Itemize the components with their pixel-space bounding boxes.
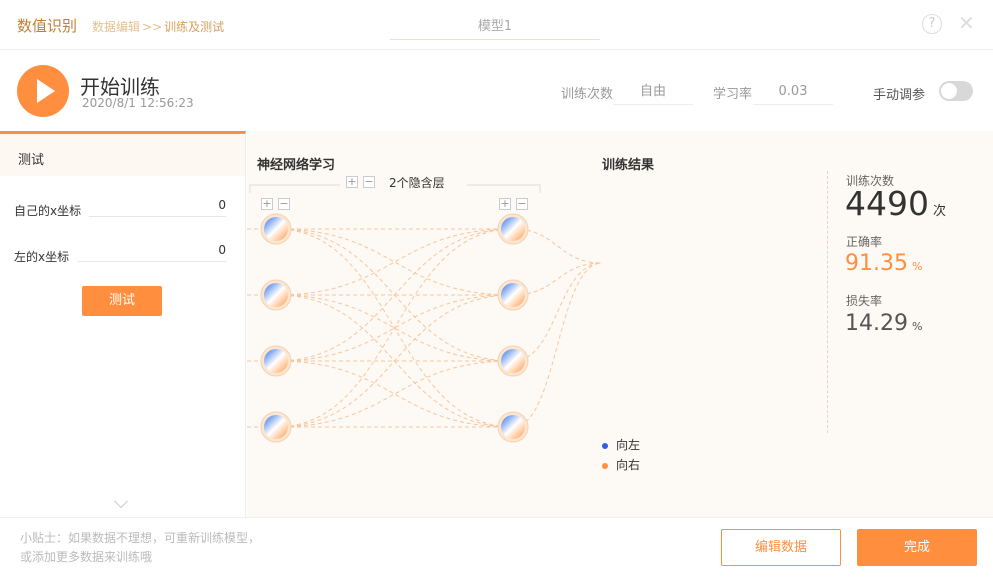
layer1-add-node-button[interactable]: + (261, 197, 273, 210)
network-connections (247, 228, 603, 428)
stat-accuracy-label: 正确率 (846, 235, 883, 249)
layer2-add-node-button[interactable]: + (499, 197, 511, 210)
neuron-core (501, 415, 525, 439)
epochs-label: 训练次数 (561, 87, 614, 102)
neuron-layer1-4 (260, 411, 292, 443)
manual-tuning-toggle[interactable] (939, 81, 973, 101)
legend-left: 向左 (602, 436, 640, 453)
left-x-input[interactable]: 0 (78, 242, 226, 262)
hidden-connection (275, 360, 514, 428)
self-x-input[interactable]: 0 (89, 197, 226, 217)
stat-accuracy-value: 91.35 (845, 251, 908, 276)
network-title: 神经网络学习 (257, 158, 336, 173)
header-bar: 数值识别 数据编辑>>训练及测试 模型1 ? ✕ (0, 0, 993, 50)
breadcrumb: 数据编辑>>训练及测试 (92, 18, 224, 35)
output-connection (512, 228, 603, 264)
test-button[interactable]: 测试 (82, 286, 162, 316)
play-button[interactable] (17, 65, 69, 117)
test-panel: 测试 自己的x坐标 0 左的x坐标 0 测试 (0, 131, 246, 517)
manual-tuning-label: 手动调参 (873, 88, 926, 103)
remove-layer-button[interactable]: − (363, 175, 375, 188)
neuron-core (501, 217, 525, 241)
tip-text: 小贴士：如果数据不理想，可重新训练模型， 或添加更多数据来训练哦 (20, 529, 260, 567)
neuron-core (264, 217, 288, 241)
app-title: 数值识别 (17, 17, 78, 35)
stats-divider (827, 171, 828, 433)
hidden-layer-bracket (249, 184, 541, 193)
left-x-label: 左的x坐标 (14, 250, 70, 264)
footer-bar: 小贴士：如果数据不理想，可重新训练模型， 或添加更多数据来训练哦 编辑数据 完成 (0, 517, 993, 577)
hidden-connection (275, 228, 514, 296)
stat-accuracy: 91.35% (845, 251, 922, 276)
legend-right: 向右 (602, 456, 640, 473)
neuron-layer2-3 (497, 345, 529, 377)
network-diagram (247, 184, 603, 443)
hidden-connection (275, 360, 514, 428)
network-nodes (260, 213, 529, 443)
stat-epochs-unit: 次 (932, 204, 946, 219)
stat-loss: 14.29% (845, 311, 922, 336)
hidden-connection (275, 228, 514, 362)
neuron-layer1-2 (260, 279, 292, 311)
legend-right-dot (602, 462, 608, 469)
model-name-field[interactable]: 模型1 (390, 15, 600, 40)
learning-rate-label: 学习率 (713, 87, 753, 102)
breadcrumb-data-edit[interactable]: 数据编辑 (92, 20, 141, 34)
training-timestamp: 2020/8/1 12:56:23 (82, 96, 194, 110)
output-connection (512, 262, 603, 428)
hidden-connection (275, 228, 514, 296)
play-icon (37, 79, 55, 103)
epochs-input[interactable]: 自由 (613, 79, 693, 105)
start-training-label: 开始训练 (80, 75, 160, 99)
self-x-label: 自己的x坐标 (14, 204, 82, 218)
hidden-layers-label: 2个隐含层 (389, 176, 445, 190)
neuron-core (501, 283, 525, 307)
add-layer-button[interactable]: + (346, 175, 358, 188)
hidden-connection (275, 294, 514, 428)
stat-epochs-label: 训练次数 (846, 174, 895, 188)
learning-rate-input[interactable]: 0.03 (753, 79, 833, 105)
chevron-down-icon[interactable] (113, 493, 129, 509)
stat-epochs-value: 4490 (845, 184, 929, 223)
help-icon[interactable]: ? (922, 14, 942, 34)
neuron-layer2-2 (497, 279, 529, 311)
hidden-connection (275, 228, 514, 428)
neuron-core (264, 415, 288, 439)
results-title: 训练结果 (602, 158, 655, 173)
neuron-layer1-3 (260, 345, 292, 377)
layer2-remove-node-button[interactable]: − (516, 197, 528, 210)
network-panel: 神经网络学习 + − 2个隐含层 + − + − 训练结果 向左 向右 训练次数… (247, 131, 993, 517)
layer1-remove-node-button[interactable]: − (278, 197, 290, 210)
tip-line-2: 或添加更多数据来训练哦 (20, 550, 153, 564)
tip-line-1: 小贴士：如果数据不理想，可重新训练模型， (20, 531, 261, 545)
legend-left-label: 向左 (616, 438, 641, 452)
done-button[interactable]: 完成 (857, 529, 977, 566)
tab-test[interactable]: 测试 (0, 134, 245, 176)
training-control-bar: 开始训练 2020/8/1 12:56:23 训练次数 自由 学习率 0.03 … (0, 51, 993, 131)
neuron-core (264, 349, 288, 373)
stat-loss-value: 14.29 (845, 311, 908, 336)
stat-loss-unit: % (911, 320, 923, 333)
legend-left-dot (602, 442, 608, 449)
legend-right-label: 向右 (616, 458, 641, 472)
neuron-layer2-4 (497, 411, 529, 443)
edit-data-button[interactable]: 编辑数据 (721, 529, 841, 566)
breadcrumb-current: 训练及测试 (164, 20, 225, 34)
stat-loss-label: 损失率 (846, 294, 883, 308)
neuron-layer2-1 (497, 213, 529, 245)
breadcrumb-separator: >> (142, 20, 163, 34)
toggle-knob (941, 83, 957, 99)
neuron-core (264, 283, 288, 307)
stat-accuracy-unit: % (911, 260, 923, 273)
output-connection (512, 262, 603, 362)
close-icon[interactable]: ✕ (958, 11, 975, 35)
neuron-layer1-1 (260, 213, 292, 245)
neuron-core (501, 349, 525, 373)
